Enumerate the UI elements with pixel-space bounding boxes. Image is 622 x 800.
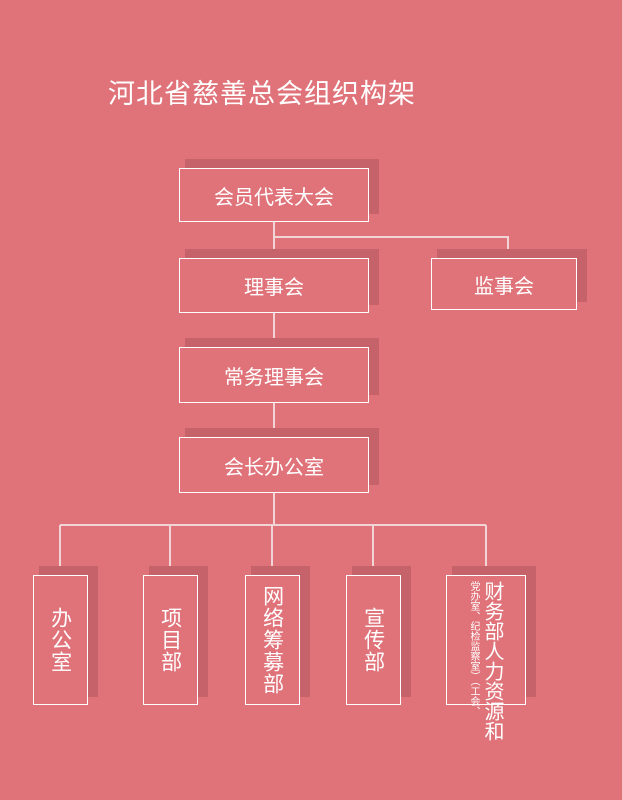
department-box-1-face: 办公室 bbox=[33, 575, 88, 705]
department-label-3: 网络筹募部 bbox=[260, 585, 285, 695]
supervisors-box: 监事会 bbox=[431, 249, 587, 310]
standing-council-box-face: 常务理事会 bbox=[179, 347, 369, 403]
department-label-4: 宣传部 bbox=[361, 607, 386, 673]
department-box-2: 项目部 bbox=[143, 566, 208, 705]
department-box-5: 党办室、纪检监察室）（工会、 财务部人力资源和 bbox=[446, 566, 536, 741]
council-box-face: 理事会 bbox=[179, 258, 369, 313]
assembly-label: 会员代表大会 bbox=[214, 184, 334, 209]
department-box-1: 办公室 bbox=[33, 566, 98, 705]
president-office-label: 会长办公室 bbox=[224, 454, 324, 479]
president-office-box-face: 会长办公室 bbox=[179, 437, 369, 493]
department-box-4: 宣传部 bbox=[346, 566, 411, 705]
council-label: 理事会 bbox=[244, 275, 304, 299]
supervisors-box-face: 监事会 bbox=[431, 258, 577, 310]
department-label-1: 办公室 bbox=[48, 607, 73, 673]
council-box: 理事会 bbox=[179, 249, 379, 313]
department-label-2: 项目部 bbox=[158, 607, 183, 673]
assembly-box: 会员代表大会 bbox=[179, 159, 379, 222]
standing-council-label: 常务理事会 bbox=[224, 364, 324, 389]
department-box-4-face: 宣传部 bbox=[346, 575, 401, 705]
chart-title: 河北省慈善总会组织构架 bbox=[108, 79, 416, 110]
department-note-5: 党办室、纪检监察室）（工会、 bbox=[468, 581, 479, 716]
president-office-box: 会长办公室 bbox=[179, 428, 379, 493]
department-box-3: 网络筹募部 bbox=[245, 566, 310, 705]
assembly-box-face: 会员代表大会 bbox=[179, 168, 369, 222]
department-label-5: 财务部人力资源和 bbox=[481, 581, 505, 741]
department-box-5-face: 党办室、纪检监察室）（工会、 财务部人力资源和 bbox=[446, 575, 526, 741]
department-box-3-face: 网络筹募部 bbox=[245, 575, 300, 705]
supervisors-label: 监事会 bbox=[474, 273, 534, 298]
department-box-2-face: 项目部 bbox=[143, 575, 198, 705]
standing-council-box: 常务理事会 bbox=[179, 338, 379, 403]
